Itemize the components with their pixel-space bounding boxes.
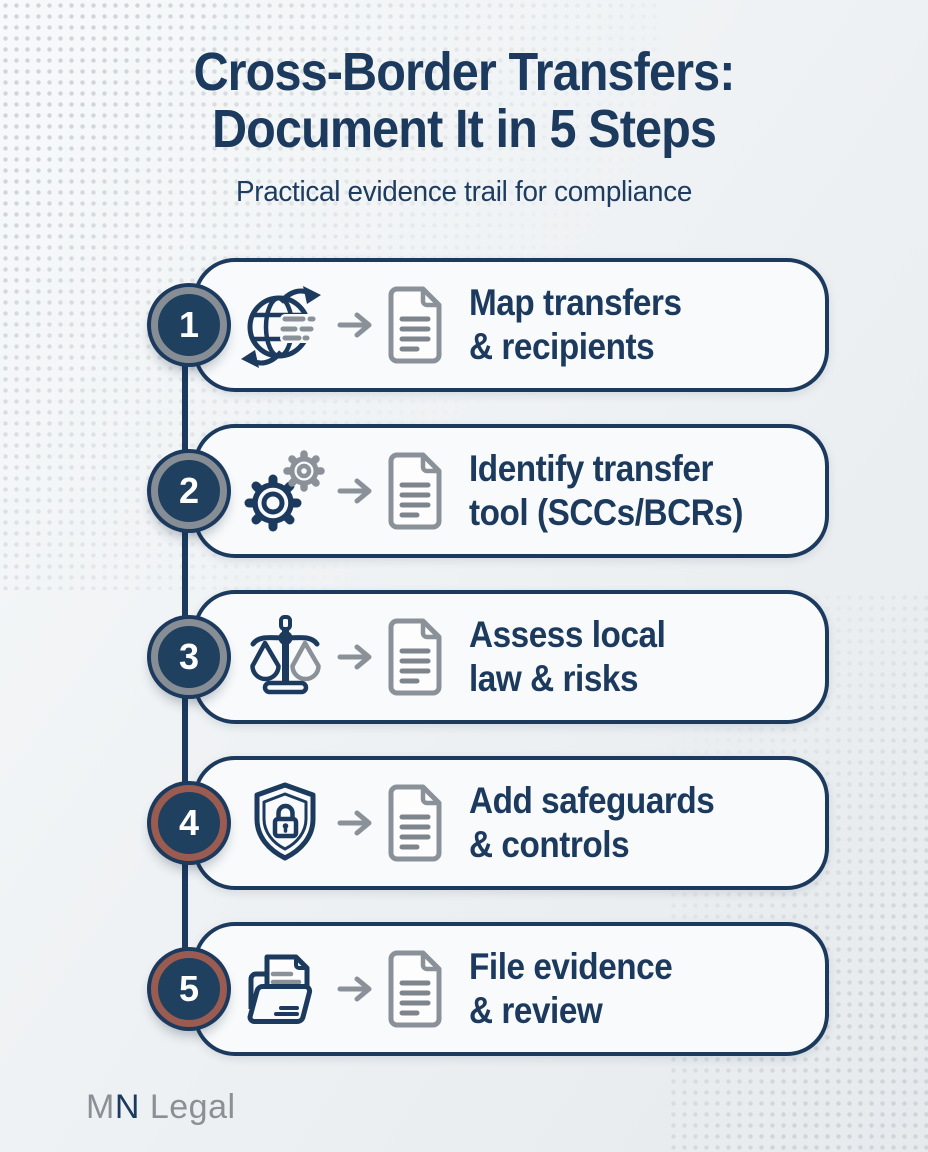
document-icon (388, 286, 442, 364)
step-number-badge: 5 (151, 951, 227, 1027)
arrow-right-icon (337, 644, 372, 670)
page-subtitle: Practical evidence trail for compliance (235, 176, 693, 208)
step-label: File evidence & review (469, 945, 673, 1033)
step-number: 5 (178, 968, 200, 1009)
step-number: 1 (178, 304, 200, 345)
steps-timeline: 1 (151, 258, 829, 1056)
step-label-line-2: & review (469, 990, 603, 1031)
step-label: Identify transfer tool (SCCs/BCRs) (469, 447, 743, 535)
step-card-4: 4 Add safeguards & controls (151, 756, 829, 890)
step-number: 2 (178, 470, 200, 511)
shield-lock-icon (254, 782, 316, 861)
brand-letter-m: M (86, 1088, 115, 1126)
step-label-line-2: & controls (469, 824, 630, 865)
step-label-line-2: & recipients (469, 326, 655, 367)
step-card-5: 5 File evidence (151, 922, 829, 1056)
header: Cross-Border Transfers: Document It in 5… (0, 44, 928, 209)
arrow-right-icon (337, 312, 372, 338)
step-label-line-1: Identify transfer (469, 448, 714, 489)
document-icon (388, 784, 442, 862)
step-number-badge: 4 (151, 785, 227, 861)
step-label-line-1: Assess local (469, 614, 666, 655)
step-label: Add safeguards & controls (469, 779, 715, 867)
document-icon (388, 618, 442, 696)
step-number: 4 (178, 802, 200, 843)
gears-icon (244, 450, 325, 532)
step-label: Map transfers & recipients (469, 281, 682, 369)
arrow-right-icon (337, 810, 372, 836)
arrow-right-icon (337, 976, 372, 1002)
step-label-line-1: Map transfers (469, 282, 682, 323)
document-icon (388, 950, 442, 1028)
page-title: Cross-Border Transfers: Document It in 5… (46, 44, 881, 158)
step-number: 3 (178, 636, 200, 677)
brand-word: Legal (139, 1088, 236, 1126)
globe-transfer-icon (241, 286, 321, 368)
step-number-badge: 2 (151, 453, 227, 529)
step-label-line-1: Add safeguards (469, 780, 715, 821)
step-label-line-2: law & risks (469, 658, 639, 699)
brand-letter-n: N (114, 1088, 140, 1126)
step-card-3: 3 Assess local law & risks (151, 590, 829, 724)
step-label: Assess local law & risks (469, 613, 666, 701)
scales-icon (250, 615, 321, 695)
step-number-badge: 3 (151, 619, 227, 695)
brand-logo: MN Legal (86, 1088, 236, 1127)
title-line-2: Document It in 5 Steps (211, 99, 717, 159)
step-label-line-2: tool (SCCs/BCRs) (469, 492, 744, 533)
step-card-1: 1 (151, 258, 829, 392)
step-label-line-1: File evidence (469, 946, 673, 987)
step-number-badge: 1 (151, 287, 227, 363)
folder-documents-icon (247, 954, 313, 1024)
arrow-right-icon (337, 478, 372, 504)
document-icon (388, 452, 442, 530)
step-card-2: 2 (151, 424, 829, 558)
title-line-1: Cross-Border Transfers: (193, 42, 735, 102)
